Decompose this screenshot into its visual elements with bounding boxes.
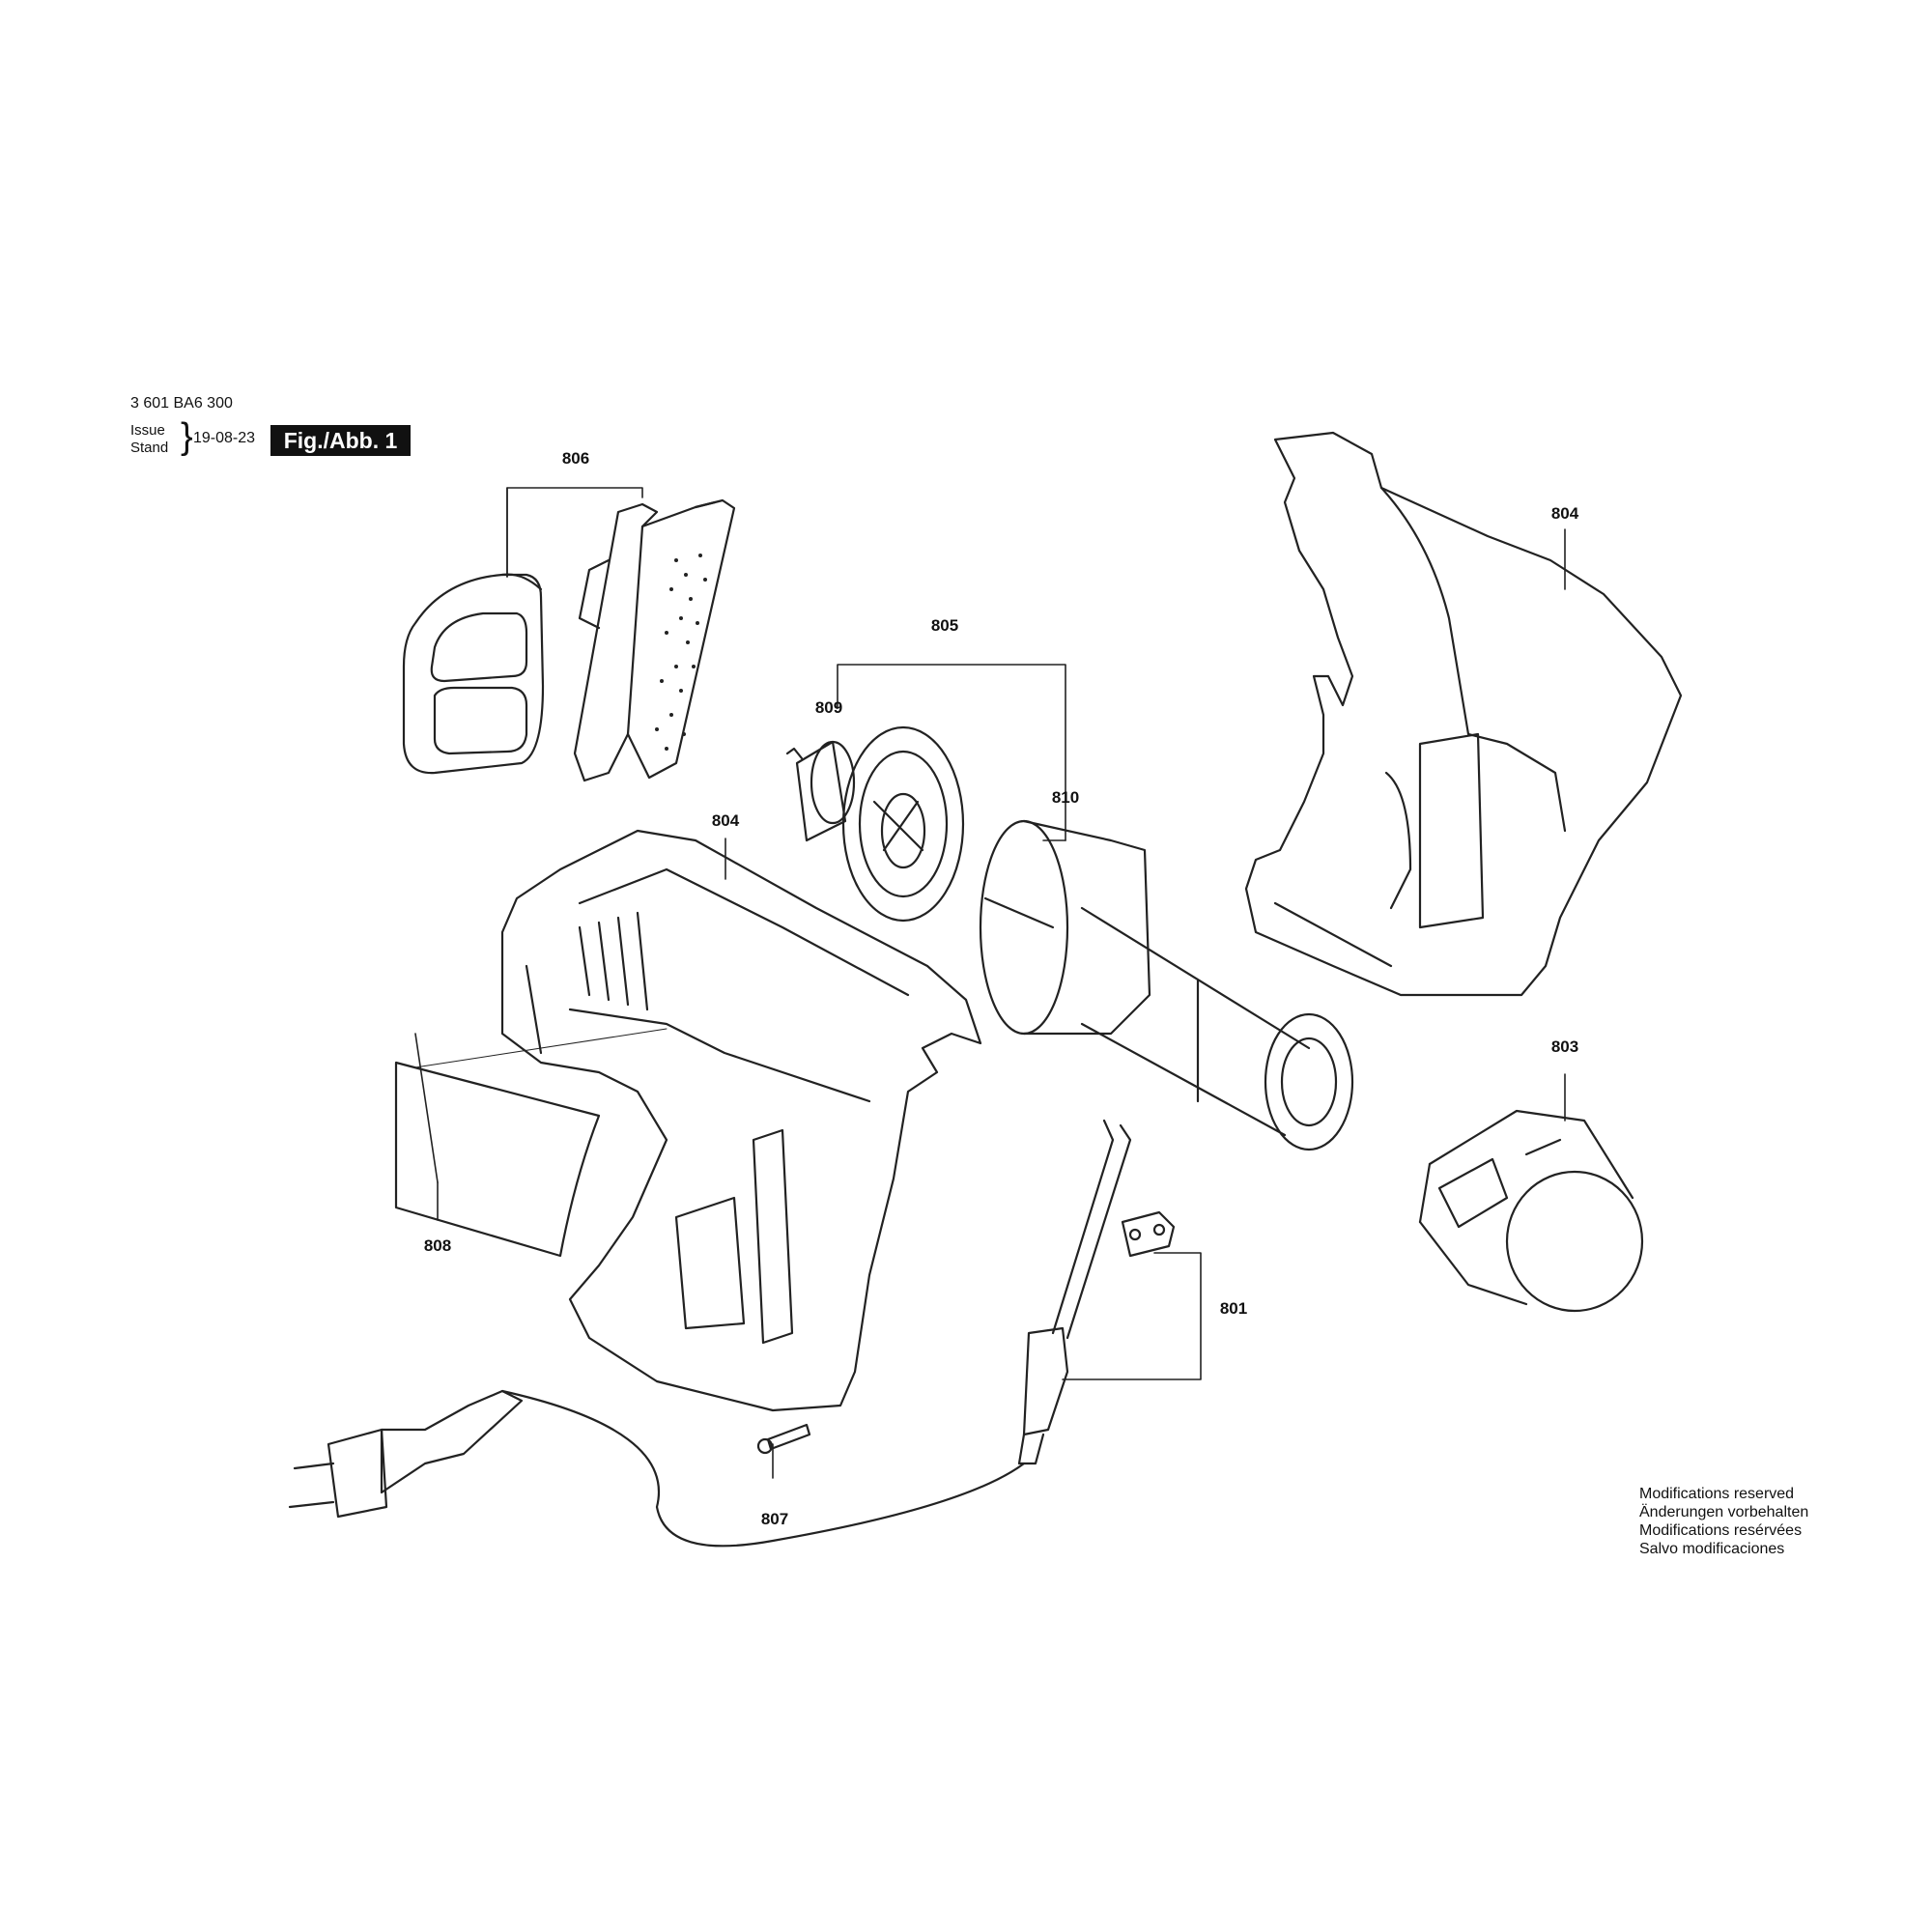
heating-element <box>979 819 1354 1151</box>
callout-806: 806 <box>561 449 590 468</box>
pcb-dots <box>655 554 707 751</box>
note-es: Salvo modificaciones <box>1639 1541 1785 1557</box>
brace-glyph: } <box>181 416 193 457</box>
callout-803: 803 <box>1550 1037 1579 1056</box>
callout-804-left: 804 <box>711 811 740 830</box>
part-number: 3 601 BA6 300 <box>130 395 233 412</box>
cable-clamp <box>1121 1210 1176 1258</box>
electronics-module <box>573 498 736 782</box>
callout-801: 801 <box>1219 1299 1248 1318</box>
rating-label <box>394 1028 668 1258</box>
callout-808: 808 <box>423 1236 452 1255</box>
callout-804-right: 804 <box>1550 504 1579 523</box>
housing-half-right <box>1244 431 1683 997</box>
note-de: Änderungen vorbehalten <box>1639 1504 1809 1520</box>
nozzle-cap <box>1418 1109 1644 1313</box>
note-fr: Modifications resérvées <box>1639 1522 1803 1539</box>
modifications-notice: Modifications reserved Änderungen vorbeh… <box>1639 1485 1808 1558</box>
screw <box>756 1423 811 1455</box>
callout-809: 809 <box>814 698 843 717</box>
callout-810: 810 <box>1051 788 1080 807</box>
figure-badge: Fig./Abb. 1 <box>270 425 411 456</box>
leader-lines <box>414 487 1566 1479</box>
callout-805: 805 <box>930 616 959 635</box>
housing-half-left <box>500 829 982 1412</box>
callout-807: 807 <box>760 1510 789 1528</box>
switch-cap <box>402 573 545 775</box>
mains-plug <box>288 1389 524 1519</box>
issue-label: Issue <box>130 422 165 439</box>
power-cable <box>500 1119 1132 1548</box>
note-en: Modifications reserved <box>1639 1486 1795 1502</box>
stand-label: Stand <box>130 440 169 456</box>
motor-fan <box>785 725 965 923</box>
issue-stand-label: Issue Stand } <box>130 418 193 457</box>
issue-date: 19-08-23 <box>193 430 256 446</box>
